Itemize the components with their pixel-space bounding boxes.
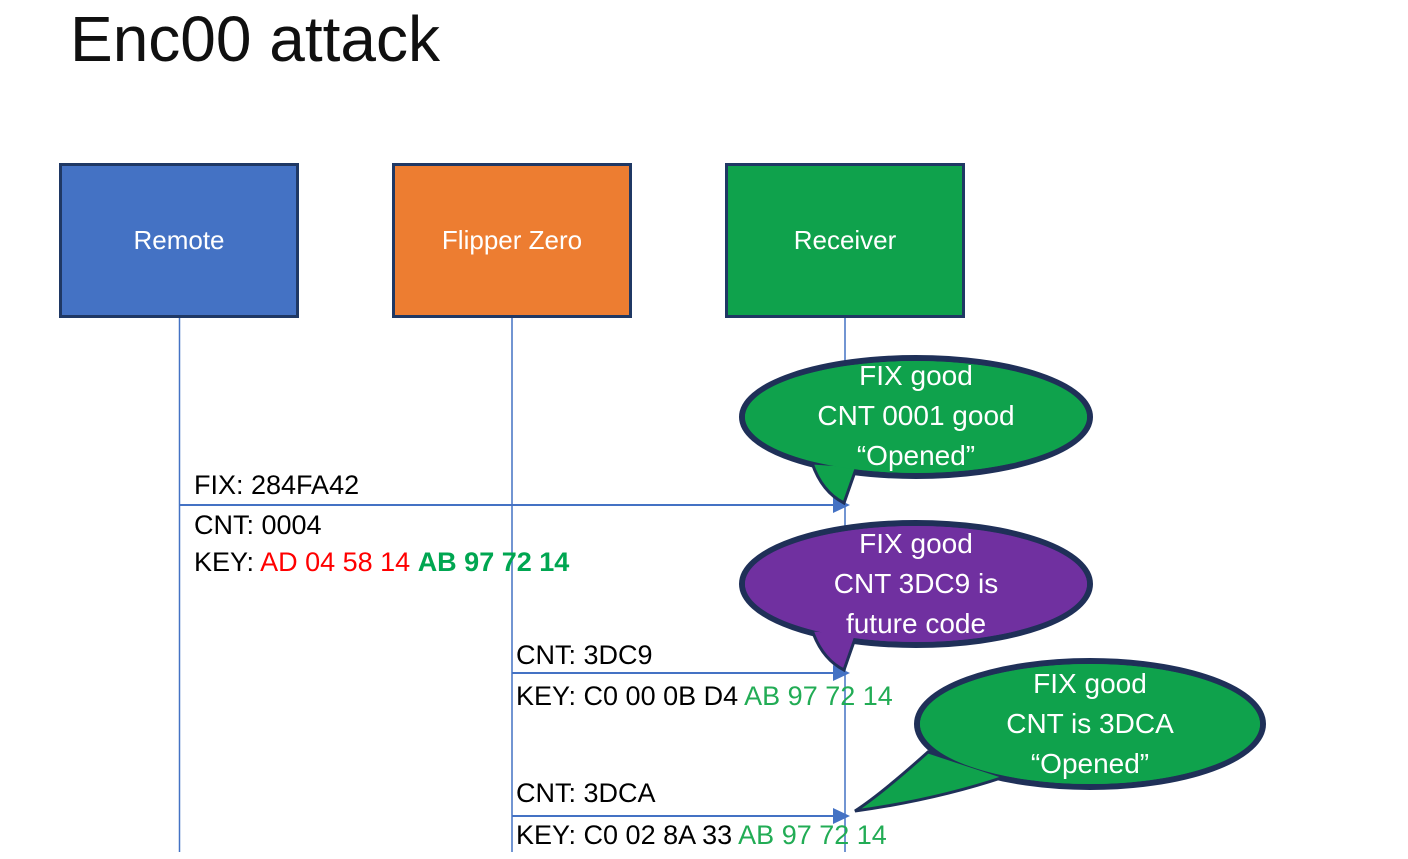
speech-bubble-3-text: FIX good CNT is 3DCA “Opened” [917,660,1263,788]
actor-box-receiver: Receiver [725,163,965,318]
message2-key-green-bytes: AB 97 72 14 [744,681,893,711]
speech-bubble-2 [739,520,1093,673]
message1-key-prefix: KEY: [194,547,261,577]
message2-key-prefix: KEY: C0 00 0B D4 [516,681,745,711]
bubble1-line1: FIX good [859,360,973,391]
bubble1-line2: CNT 0001 good [817,400,1015,431]
speech-bubble-3 [854,658,1266,813]
message3-cnt-label: CNT: 3DCA [516,778,656,808]
bubble2-line3: future code [845,608,987,639]
speech-bubble-1-tail [809,461,860,506]
message3-arrowhead-icon [833,808,850,824]
bubble2-line1: FIX good [859,528,973,559]
message1-key-label: KEY: AD 04 58 14 AB 97 72 14 [194,547,569,577]
speech-bubble-1-text: FIX good CNT 0001 good “Opened” [742,356,1090,476]
message1-fix-label: FIX: 284FA42 [194,470,360,500]
actor-box-flipper-zero: Flipper Zero [392,163,632,318]
message1-arrowhead-icon [833,497,850,513]
bubble3-line1: FIX good [1033,668,1147,699]
actor-label-flipper-zero: Flipper Zero [441,225,583,255]
bubble2-line2: CNT 3DC9 is [833,568,999,599]
message3-key-green-bytes: AB 97 72 14 [738,820,887,850]
speech-bubble-3-tail [854,750,1009,813]
message2-cnt-label: CNT: 3DC9 [516,640,653,670]
message3-key-label: KEY: C0 02 8A 33 AB 97 72 14 [516,820,887,850]
message1-key-green-bytes: AB 97 72 14 [417,547,570,577]
message3-key-prefix: KEY: C0 02 8A 33 [516,820,739,850]
speech-bubble-2-tail [809,628,860,673]
page-title: Enc00 attack [70,3,440,75]
message2-arrowhead-icon [833,665,850,681]
message1-key-red-bytes: AD 04 58 14 [260,547,418,577]
speech-bubble-2-text: FIX good CNT 3DC9 is future code [742,522,1090,646]
actor-box-remote: Remote [59,163,299,318]
message1-cnt-label: CNT: 0004 [194,510,322,540]
actor-label-receiver: Receiver [793,225,897,255]
speech-bubble-1 [739,355,1093,506]
bubble1-line3: “Opened” [856,440,976,471]
message2-key-label: KEY: C0 00 0B D4 AB 97 72 14 [516,681,893,711]
bubble3-line3: “Opened” [1030,748,1150,779]
bubble3-line2: CNT is 3DCA [1006,708,1174,739]
actor-label-remote: Remote [133,225,225,255]
